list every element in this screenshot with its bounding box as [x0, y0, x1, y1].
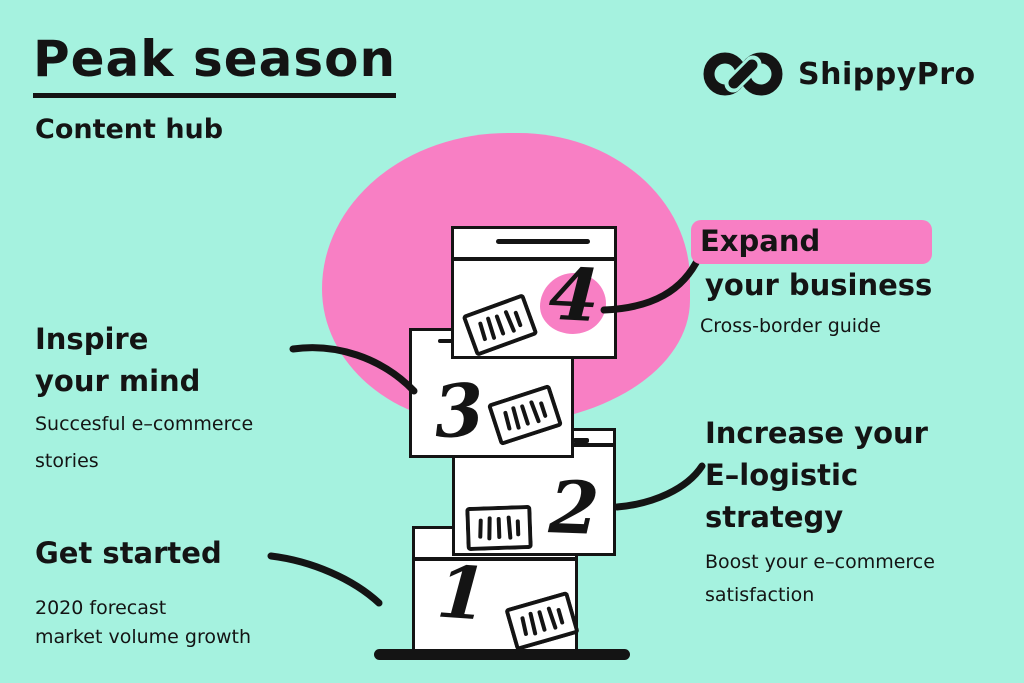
subtitle-line: Boost your e–commerce	[705, 551, 935, 573]
heading-line: your mind	[35, 364, 201, 398]
barcode-label-icon	[505, 591, 579, 651]
subtitle-line: market volume growth	[35, 626, 252, 648]
heading-line: Increase your	[705, 416, 928, 450]
callout-increase: Increase your E–logistic strategy Boost …	[705, 412, 935, 612]
shippypro-logo: ShippyPro	[702, 50, 976, 98]
barcode-label-icon	[465, 504, 533, 552]
box-lid-line	[453, 257, 615, 261]
callout-heading: Inspire your mind	[35, 318, 253, 402]
pink-highlight: Expand	[691, 220, 933, 264]
callout-heading: Increase your E–logistic strategy	[705, 412, 935, 538]
logo-wordmark: ShippyPro	[798, 56, 976, 92]
subtitle-line: stories	[35, 450, 99, 472]
callout-heading: Expand your business	[691, 220, 933, 306]
heading-line: your business	[705, 268, 933, 302]
box-number: 1	[434, 548, 491, 637]
connector-increase	[613, 462, 706, 511]
page-subtitle: Content hub	[35, 114, 224, 145]
subtitle-line: satisfaction	[705, 584, 815, 606]
heading-line: Inspire	[35, 322, 149, 356]
box-slot	[438, 339, 456, 343]
callout-get-started: Get started 2020 forecast market volume …	[35, 532, 251, 652]
box-slot	[573, 438, 589, 443]
pink-circle-badge	[540, 273, 606, 334]
box-number: 3	[431, 366, 487, 455]
barcode-label-icon	[462, 294, 538, 356]
heading-line: Get started	[35, 536, 222, 570]
connector-get-started	[267, 552, 383, 607]
ground-line	[374, 649, 630, 660]
callout-inspire: Inspire your mind Succesful e–commerce s…	[35, 318, 253, 480]
callout-expand: Expand your business Cross-border guide	[691, 220, 933, 343]
callout-subtitle: 2020 forecast market volume growth	[35, 594, 251, 652]
box-4: 4	[451, 226, 617, 359]
callout-subtitle: Succesful e–commerce stories	[35, 406, 253, 480]
subtitle-line: Succesful e–commerce	[35, 413, 254, 435]
callout-subtitle: Boost your e–commerce satisfaction	[705, 546, 935, 612]
callout-heading: Get started	[35, 532, 251, 574]
subtitle-line: Cross-border guide	[700, 315, 881, 337]
subtitle-line: 2020 forecast	[35, 597, 167, 619]
callout-subtitle: Cross-border guide	[700, 310, 932, 343]
page-title: Peak season	[33, 34, 397, 98]
barcode-label-icon	[487, 384, 563, 446]
box-lid-line	[414, 557, 576, 561]
heading-line: E–logistic	[705, 458, 859, 492]
box-number: 2	[547, 464, 601, 551]
box-slot	[496, 239, 590, 244]
highlight-wrap: Expand	[691, 220, 933, 264]
heading-line: strategy	[705, 500, 844, 534]
infinity-link-icon	[703, 52, 783, 96]
box-number: 4	[546, 250, 602, 339]
